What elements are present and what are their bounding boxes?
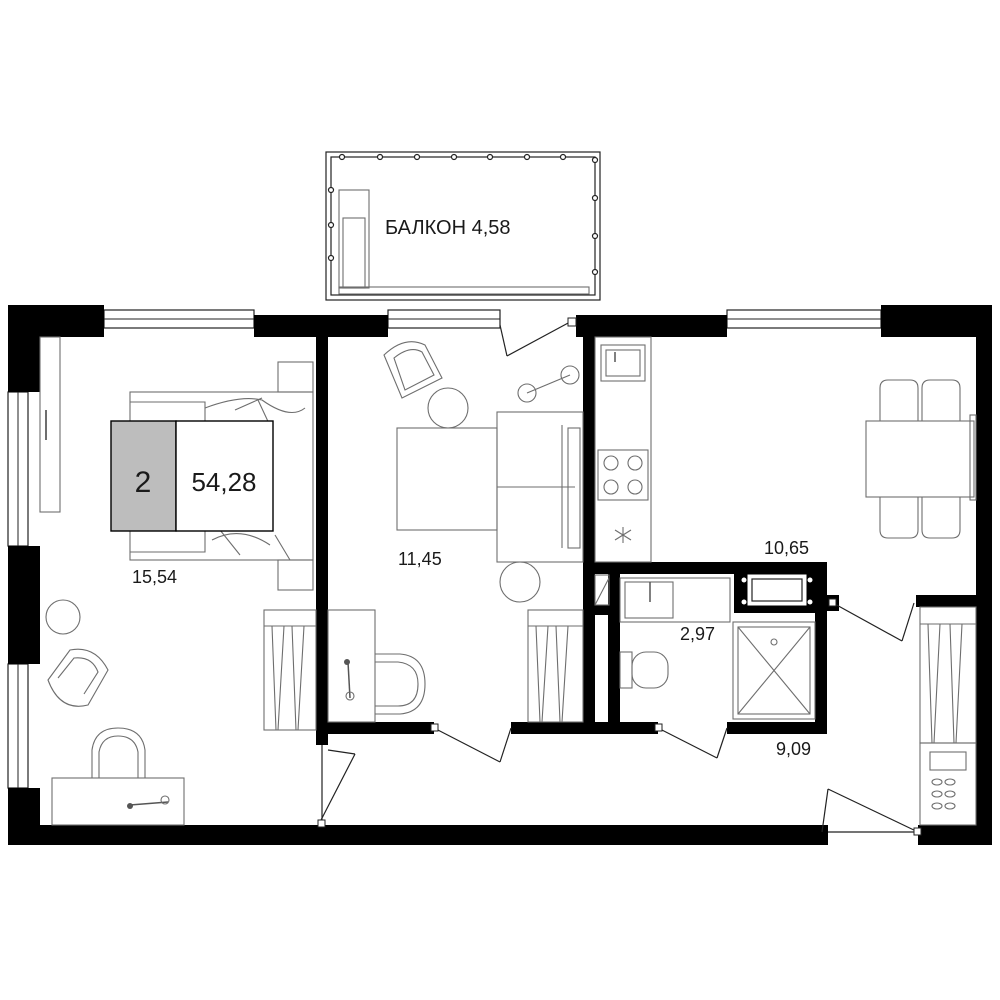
door-living [430, 723, 512, 763]
kitchen-counter [594, 336, 652, 563]
shower-tray [732, 621, 816, 720]
door-entrance [821, 788, 922, 836]
rooms-count-box [110, 420, 177, 532]
bathroom-sink [619, 577, 731, 623]
wardrobe-living [527, 609, 584, 723]
kitchen-furniture [594, 336, 977, 563]
room-area-bedroom: 15,54 [132, 567, 177, 587]
door-bathroom [654, 723, 728, 759]
hall-furniture [919, 606, 977, 826]
room-area-hall: 9,09 [776, 739, 811, 759]
ventilation-shaft [741, 574, 813, 606]
bathroom-furniture [594, 574, 816, 720]
room-area-kitchen: 10,65 [764, 538, 809, 558]
room-area-living: 11,45 [398, 549, 442, 569]
total-area-box [175, 420, 274, 532]
apartment-badge: 2 54,28 [110, 420, 274, 532]
dining-table [865, 379, 977, 539]
wardrobe-bedroom [263, 609, 317, 731]
desk-bedroom [51, 727, 185, 826]
shoe-rack [919, 742, 977, 826]
cooktop [597, 449, 649, 501]
desk-living [327, 609, 426, 723]
bedroom-furniture [39, 336, 317, 826]
toilet [619, 651, 669, 689]
floor-lamp [517, 365, 580, 403]
doors [317, 317, 922, 836]
door-balcony [499, 317, 577, 357]
total-area: 54,28 [191, 467, 256, 497]
rooms-count: 2 [135, 466, 152, 499]
hall-wardrobe [919, 606, 977, 744]
balcony-railing-posts [327, 153, 599, 276]
sofa-bed-living [396, 411, 584, 563]
room-area-bathroom: 2,97 [680, 624, 715, 644]
kitchen-sink [600, 344, 646, 382]
door-bedroom [317, 745, 356, 828]
pouf-living [499, 561, 541, 603]
armchair-living [383, 341, 443, 399]
side-table-bedroom [45, 599, 81, 635]
armchair-bedroom [47, 648, 109, 707]
coffee-table-living [427, 387, 469, 429]
balcony: БАЛКОН 4,58 [325, 151, 601, 301]
boiler [594, 574, 610, 606]
door-kitchen [828, 598, 915, 642]
windows [7, 309, 882, 789]
room-labels: 15,54 11,45 10,65 2,97 9,09 [132, 538, 811, 759]
wardrobe-left-wall [39, 336, 61, 513]
balcony-label: БАЛКОН 4,58 [385, 217, 511, 239]
balcony-cabinet [338, 189, 590, 295]
dishwasher [614, 527, 632, 543]
living-furniture [327, 341, 584, 723]
